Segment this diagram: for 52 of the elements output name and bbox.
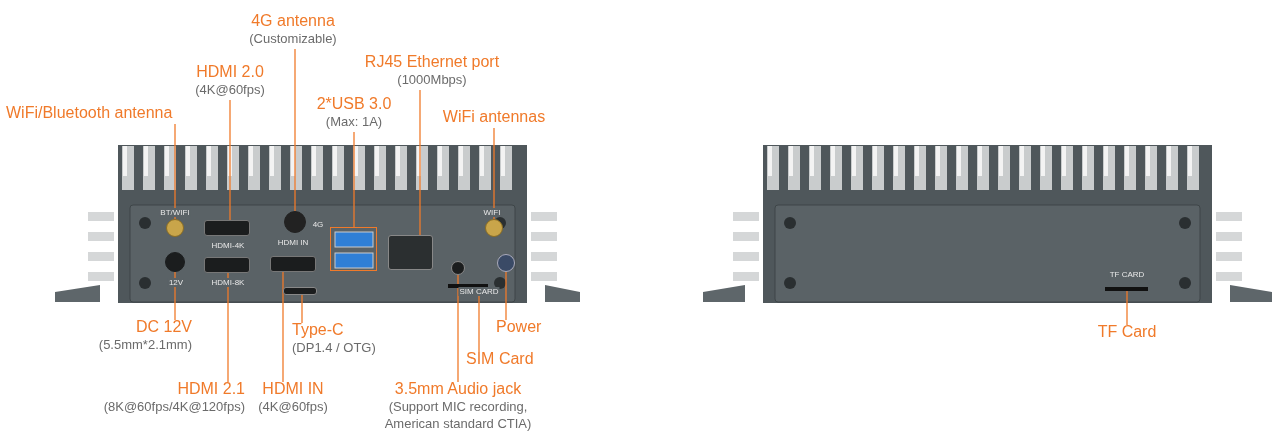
callout-title: Type-C — [292, 321, 345, 339]
callout-note: (4K@60fps) — [257, 398, 329, 415]
callout-note: (1000Mbps) — [396, 71, 468, 88]
port-marking: WIFI — [482, 208, 502, 217]
callout-title: SIM Card — [466, 350, 535, 368]
callout-title: 3.5mm Audio jack — [393, 380, 523, 398]
callout-title: HDMI IN — [261, 380, 325, 398]
hdmi-port — [204, 220, 250, 236]
callout-title: 2*USB 3.0 — [315, 95, 393, 113]
leader-line — [353, 131, 355, 228]
port-marking: HDMI IN — [276, 238, 310, 247]
callout-title: Power — [496, 318, 543, 336]
hdmi-port — [204, 257, 250, 273]
leader-line — [1126, 290, 1128, 326]
port-marking: 12V — [167, 278, 185, 287]
callout-note: (5.5mm*2.1mm) — [97, 336, 192, 353]
leader-line — [174, 271, 176, 321]
callout-note: (DP1.4 / OTG) — [292, 339, 377, 356]
leader-line — [457, 274, 459, 383]
callout-title: TF Card — [1096, 323, 1158, 341]
usb-c-port — [283, 287, 317, 295]
leader-line — [174, 123, 176, 220]
leader-line — [493, 127, 495, 220]
callout-note: (4K@60fps) — [194, 81, 266, 98]
callout-note: (Max: 1A) — [324, 113, 384, 130]
hdmi-port — [270, 256, 316, 272]
leader-line — [419, 89, 421, 236]
leader-line — [227, 272, 229, 383]
leader-line — [294, 48, 296, 212]
leader-line — [229, 99, 231, 221]
port-marking: HDMI-4K — [210, 241, 246, 250]
callout-title: HDMI 2.0 — [195, 63, 265, 81]
callout-title: RJ45 Ethernet port — [363, 53, 501, 71]
callout-note: (Support MIC recording, American standard CTIA) — [383, 398, 533, 432]
leader-line — [301, 294, 303, 324]
callout-title: WiFi/Bluetooth antenna — [6, 104, 174, 122]
leader-line — [282, 271, 284, 383]
highlight-frame — [330, 227, 377, 271]
port-marking: BT/WIFI — [159, 208, 191, 217]
callout-note: (8K@60fps/4K@120fps) — [102, 398, 245, 415]
callout-title: DC 12V — [134, 318, 192, 336]
ethernet-port — [388, 235, 433, 270]
leader-line — [505, 271, 507, 321]
callout-note: (Customizable) — [248, 30, 338, 47]
port-marking: 4G — [311, 220, 325, 229]
callout-title: WiFi antennas — [441, 108, 547, 126]
port-marking: HDMI-8K — [210, 278, 246, 287]
callout-title: HDMI 2.1 — [176, 380, 245, 398]
card-slot — [1105, 287, 1148, 291]
callout-title: 4G antenna — [250, 12, 336, 30]
port-marking: TF CARD — [1108, 270, 1146, 279]
port-marking: SIM CARD — [458, 287, 500, 296]
